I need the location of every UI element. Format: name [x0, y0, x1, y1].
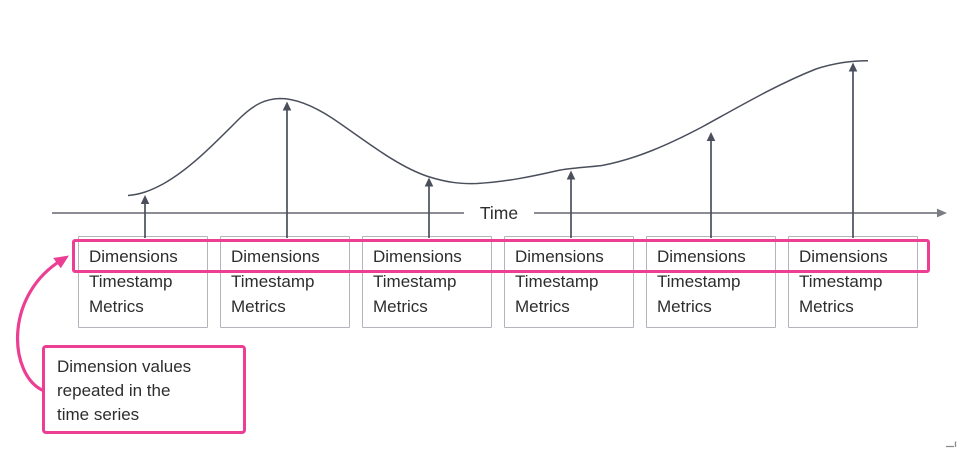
records-row: Dimensions Timestamp Metrics Dimensions … [78, 236, 918, 328]
time-series-curve [127, 60, 869, 197]
record-timestamp: Timestamp [231, 272, 315, 291]
record-dimensions: Dimensions [657, 247, 746, 266]
callout-arrowhead-icon [53, 255, 69, 269]
sample-arrow-1 [140, 195, 150, 238]
record-metrics: Metrics [657, 297, 712, 316]
corner-artifact [946, 441, 957, 448]
record-metrics: Metrics [231, 297, 286, 316]
record-timestamp: Timestamp [515, 272, 599, 291]
record-box-4: Dimensions Timestamp Metrics [504, 236, 634, 328]
record-timestamp: Timestamp [657, 272, 741, 291]
record-dimensions: Dimensions [231, 247, 320, 266]
record-dimensions: Dimensions [373, 247, 462, 266]
sample-arrow-5 [706, 132, 716, 238]
callout-text-line: Dimension values [57, 357, 192, 376]
callout-box: Dimension values repeated in the time se… [42, 345, 246, 434]
sample-arrow-4 [566, 170, 576, 238]
record-timestamp: Timestamp [89, 272, 173, 291]
record-metrics: Metrics [89, 297, 144, 316]
record-metrics: Metrics [515, 297, 570, 316]
record-metrics: Metrics [799, 297, 854, 316]
callout-text-line: repeated in the [57, 381, 171, 400]
record-timestamp: Timestamp [373, 272, 457, 291]
record-timestamp: Timestamp [799, 272, 883, 291]
dimensions-highlight-band [72, 239, 930, 273]
time-axis-label: Time [479, 203, 519, 223]
record-box-5: Dimensions Timestamp Metrics [646, 236, 776, 328]
callout-text-line: time series [57, 405, 140, 424]
record-box-6: Dimensions Timestamp Metrics [788, 236, 918, 328]
record-box-3: Dimensions Timestamp Metrics [362, 236, 492, 328]
record-box-2: Dimensions Timestamp Metrics [220, 236, 350, 328]
sample-arrow-3 [424, 177, 434, 238]
record-dimensions: Dimensions [89, 247, 178, 266]
sample-arrow-6 [848, 62, 858, 238]
record-dimensions: Dimensions [799, 247, 888, 266]
record-box-1: Dimensions Timestamp Metrics [78, 236, 208, 328]
time-axis-arrowhead-icon [937, 208, 947, 218]
sample-arrow-2 [282, 101, 292, 238]
record-dimensions: Dimensions [515, 247, 604, 266]
record-metrics: Metrics [373, 297, 428, 316]
